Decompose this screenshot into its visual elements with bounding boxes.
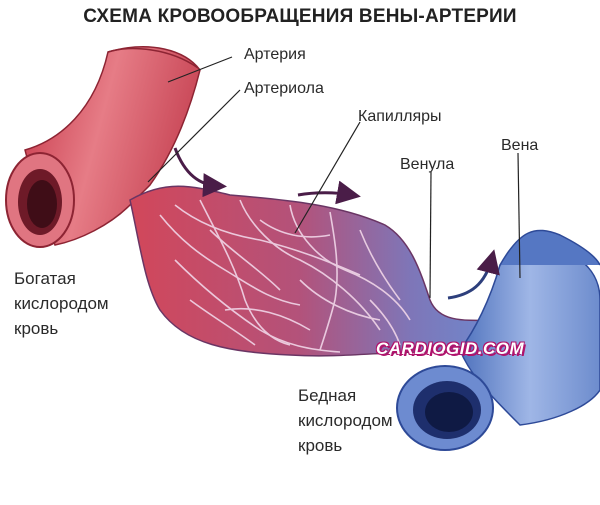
oxygen-poor-line-3: кровь bbox=[298, 436, 343, 455]
callout-artery bbox=[167, 56, 233, 83]
watermark-logo: CARDIOGID.COM bbox=[376, 339, 525, 358]
label-capillaries: Капилляры bbox=[358, 108, 442, 125]
callout-arteriole bbox=[147, 89, 241, 183]
capillary-bed bbox=[129, 185, 506, 357]
callout-capillaries bbox=[294, 121, 361, 234]
oxygen-rich-line-1: Богатая bbox=[14, 269, 76, 288]
callout-venule bbox=[429, 171, 432, 299]
oxygen-poor-caption: Бедная кислородом кровь bbox=[298, 383, 393, 458]
oxygen-rich-line-3: кровь bbox=[14, 319, 59, 338]
flow-arrow-2 bbox=[297, 180, 361, 205]
callout-vein bbox=[517, 152, 521, 279]
vein bbox=[459, 229, 600, 426]
artery-opening bbox=[5, 152, 75, 248]
label-vein: Вена bbox=[501, 137, 539, 154]
oxygen-poor-line-2: кислородом bbox=[298, 411, 393, 430]
label-arteriole: Артериола bbox=[244, 80, 324, 97]
callout-lines bbox=[147, 56, 521, 299]
oxygen-rich-caption: Богатая кислородом кровь bbox=[14, 266, 109, 341]
oxygen-poor-line-1: Бедная bbox=[298, 386, 357, 405]
vein-opening bbox=[396, 365, 494, 451]
page-title: СХЕМА КРОВООБРАЩЕНИЯ ВЕНЫ-АРТЕРИИ bbox=[83, 6, 517, 27]
capillary-network bbox=[159, 199, 411, 353]
label-venule: Венула bbox=[400, 156, 455, 173]
flow-arrow-3 bbox=[447, 249, 500, 300]
flow-arrows bbox=[173, 147, 500, 300]
flow-arrow-1 bbox=[173, 147, 227, 198]
oxygen-rich-line-2: кислородом bbox=[14, 294, 109, 313]
label-artery: Артерия bbox=[244, 46, 306, 63]
